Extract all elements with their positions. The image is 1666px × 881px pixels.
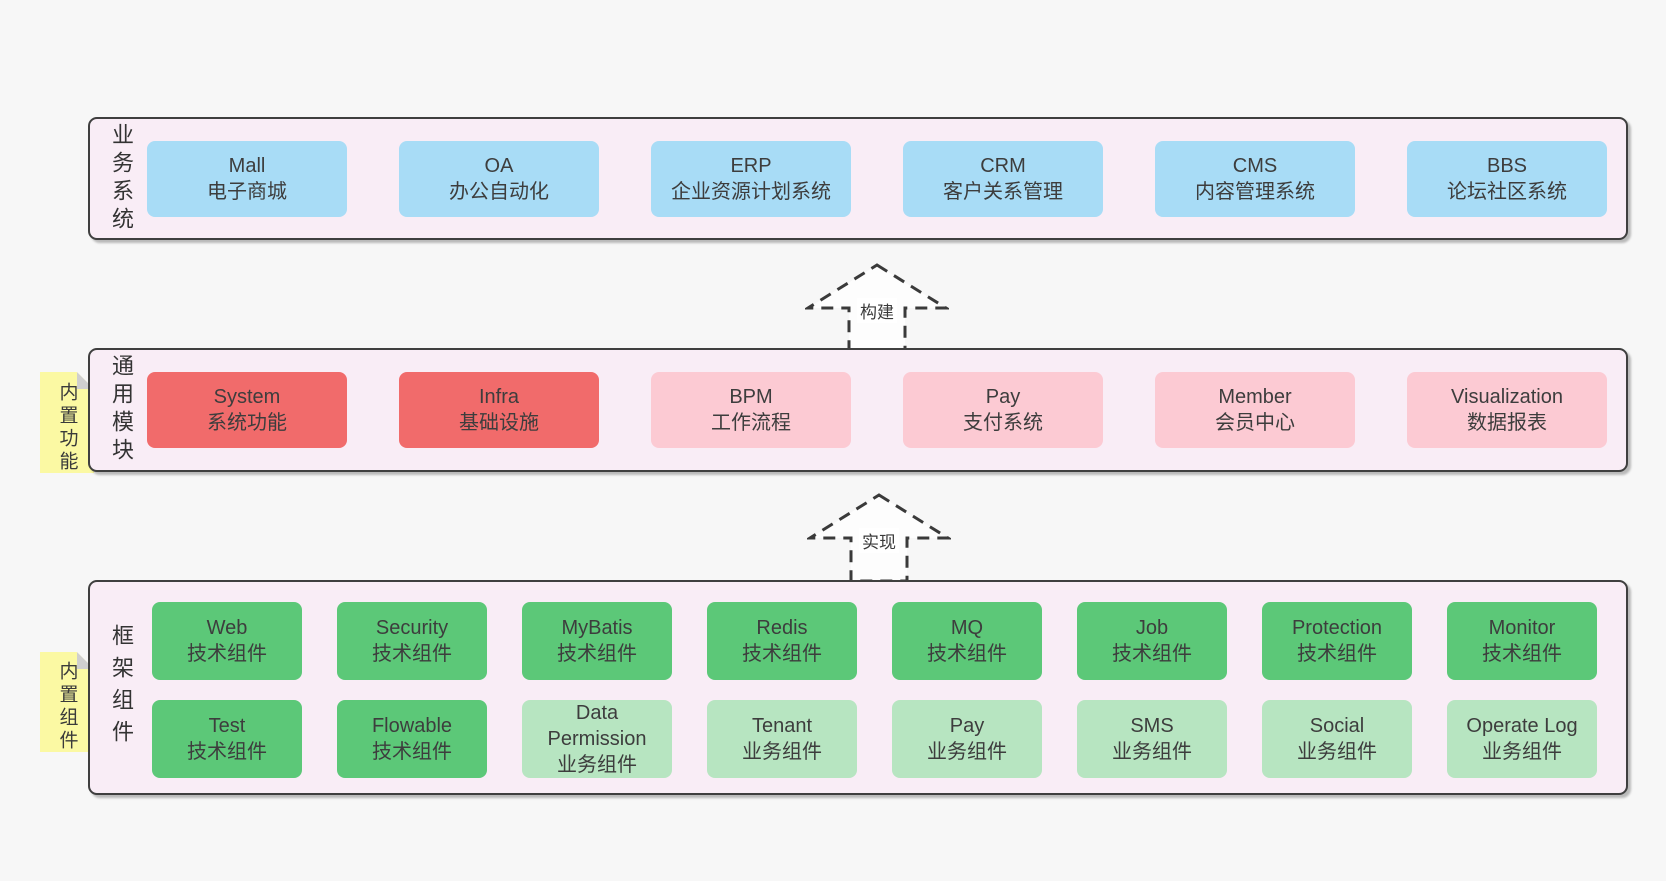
box-web: Web 技术组件 bbox=[152, 602, 302, 680]
box-job: Job 技术组件 bbox=[1077, 602, 1227, 680]
box-operate-log: Operate Log 业务组件 bbox=[1447, 700, 1597, 778]
box-mybatis: MyBatis 技术组件 bbox=[522, 602, 672, 680]
box-flowable: Flowable 技术组件 bbox=[337, 700, 487, 778]
box-subtitle: 电子商城 bbox=[207, 180, 287, 203]
box-subtitle: 技术组件 bbox=[372, 643, 452, 665]
box-subtitle: 技术组件 bbox=[742, 643, 822, 665]
box-title: Monitor bbox=[1488, 617, 1556, 639]
layer-label-business: 业务系统 bbox=[109, 122, 134, 235]
box-title: MQ bbox=[950, 617, 984, 639]
box-member: Member 会员中心 bbox=[1155, 372, 1355, 448]
box-title: Web bbox=[206, 617, 248, 639]
box-title: Social bbox=[1309, 715, 1365, 737]
box-redis: Redis 技术组件 bbox=[707, 602, 857, 680]
box-subtitle: 工作流程 bbox=[711, 412, 791, 434]
box-title: Redis bbox=[756, 617, 808, 639]
box-oa: OA 办公自动化 bbox=[399, 140, 599, 217]
box-subtitle: 客户关系管理 bbox=[943, 180, 1063, 203]
box-bbs: BBS 论坛社区系统 bbox=[1407, 140, 1607, 217]
box-title: Infra bbox=[478, 386, 520, 408]
box-subtitle: 业务组件 bbox=[1112, 741, 1192, 763]
box-monitor: Monitor 技术组件 bbox=[1447, 602, 1597, 680]
box-cms: CMS 内容管理系统 bbox=[1155, 140, 1355, 217]
arrow-build: 构建 bbox=[805, 262, 949, 354]
box-subtitle: 技术组件 bbox=[1482, 643, 1562, 665]
box-subtitle: 技术组件 bbox=[187, 643, 267, 665]
box-subtitle: 系统功能 bbox=[207, 412, 287, 434]
box-test: Test 技术组件 bbox=[152, 700, 302, 778]
box-subtitle: 业务组件 bbox=[1482, 741, 1562, 763]
box-subtitle: 企业资源计划系统 bbox=[671, 180, 831, 203]
box-system: System 系统功能 bbox=[147, 372, 347, 448]
layer-framework-components: 框架组件 Web 技术组件 Security 技术组件 MyBatis 技术组件… bbox=[88, 580, 1628, 795]
box-title: Tenant bbox=[751, 715, 813, 737]
arrow-implement: 实现 bbox=[807, 492, 951, 584]
box-subtitle: 论坛社区系统 bbox=[1447, 180, 1567, 203]
box-title: Job bbox=[1135, 617, 1169, 639]
arrow-implement-label: 实现 bbox=[859, 528, 899, 553]
box-subtitle: 技术组件 bbox=[372, 741, 452, 763]
box-visualization: Visualization 数据报表 bbox=[1407, 372, 1607, 448]
layer-business-systems: 业务系统 Mall 电子商城 OA 办公自动化 ERP 企业资源计划系统 CRM… bbox=[88, 117, 1628, 240]
box-title: Operate Log bbox=[1466, 715, 1578, 737]
box-title: CMS bbox=[1232, 154, 1278, 177]
box-title: ERP bbox=[730, 154, 772, 177]
box-subtitle: 会员中心 bbox=[1215, 412, 1295, 434]
box-tenant: Tenant 业务组件 bbox=[707, 700, 857, 778]
box-subtitle: 业务组件 bbox=[1297, 741, 1377, 763]
box-title: Flowable bbox=[371, 715, 453, 737]
box-title: Visualization bbox=[1451, 386, 1563, 408]
box-protection: Protection 技术组件 bbox=[1262, 602, 1412, 680]
box-title: Test bbox=[208, 715, 246, 737]
box-title: SMS bbox=[1130, 715, 1174, 737]
box-infra: Infra 基础设施 bbox=[399, 372, 599, 448]
note-label: 内置功能 bbox=[56, 381, 78, 474]
box-erp: ERP 企业资源计划系统 bbox=[651, 140, 851, 217]
box-subtitle: 数据报表 bbox=[1467, 412, 1547, 434]
layer-label-framework: 框架组件 bbox=[109, 623, 134, 752]
box-title: MyBatis bbox=[561, 617, 633, 639]
box-data-permission: Data Permission 业务组件 bbox=[522, 700, 672, 778]
box-title: Member bbox=[1218, 386, 1292, 408]
box-title: BPM bbox=[729, 386, 773, 408]
note-label: 内置组件 bbox=[56, 661, 78, 753]
box-title: BBS bbox=[1486, 154, 1528, 177]
box-title: Data Permission bbox=[547, 702, 647, 750]
box-title: Protection bbox=[1291, 617, 1383, 639]
box-title: Pay bbox=[985, 386, 1021, 408]
note-built-in-features: 内置功能 bbox=[40, 372, 94, 473]
box-sms: SMS 业务组件 bbox=[1077, 700, 1227, 778]
box-subtitle: 技术组件 bbox=[1297, 643, 1377, 665]
box-subtitle: 内容管理系统 bbox=[1195, 180, 1315, 203]
box-subtitle: 技术组件 bbox=[1112, 643, 1192, 665]
box-subtitle: 办公自动化 bbox=[449, 180, 549, 203]
box-subtitle: 技术组件 bbox=[187, 741, 267, 763]
box-pay-component: Pay 业务组件 bbox=[892, 700, 1042, 778]
box-bpm: BPM 工作流程 bbox=[651, 372, 851, 448]
box-social: Social 业务组件 bbox=[1262, 700, 1412, 778]
box-subtitle: 业务组件 bbox=[557, 754, 637, 776]
box-title: OA bbox=[484, 154, 514, 177]
box-mall: Mall 电子商城 bbox=[147, 140, 347, 217]
box-subtitle: 基础设施 bbox=[459, 412, 539, 434]
box-mq: MQ 技术组件 bbox=[892, 602, 1042, 680]
box-subtitle: 技术组件 bbox=[927, 643, 1007, 665]
note-built-in-components: 内置组件 bbox=[40, 652, 94, 752]
box-title: Mall bbox=[228, 154, 266, 177]
box-title: Security bbox=[375, 617, 449, 639]
box-subtitle: 支付系统 bbox=[963, 412, 1043, 434]
box-crm: CRM 客户关系管理 bbox=[903, 140, 1103, 217]
arrow-build-label: 构建 bbox=[857, 298, 897, 323]
box-security: Security 技术组件 bbox=[337, 602, 487, 680]
box-subtitle: 技术组件 bbox=[557, 643, 637, 665]
box-subtitle: 业务组件 bbox=[927, 741, 1007, 763]
layer-common-modules: 通用模块 System 系统功能 Infra 基础设施 BPM 工作流程 Pay… bbox=[88, 348, 1628, 472]
box-title: Pay bbox=[949, 715, 985, 737]
box-title: System bbox=[213, 386, 281, 408]
box-title: CRM bbox=[980, 154, 1026, 177]
box-subtitle: 业务组件 bbox=[742, 741, 822, 763]
box-pay-system: Pay 支付系统 bbox=[903, 372, 1103, 448]
layer-label-modules: 通用模块 bbox=[109, 354, 134, 466]
